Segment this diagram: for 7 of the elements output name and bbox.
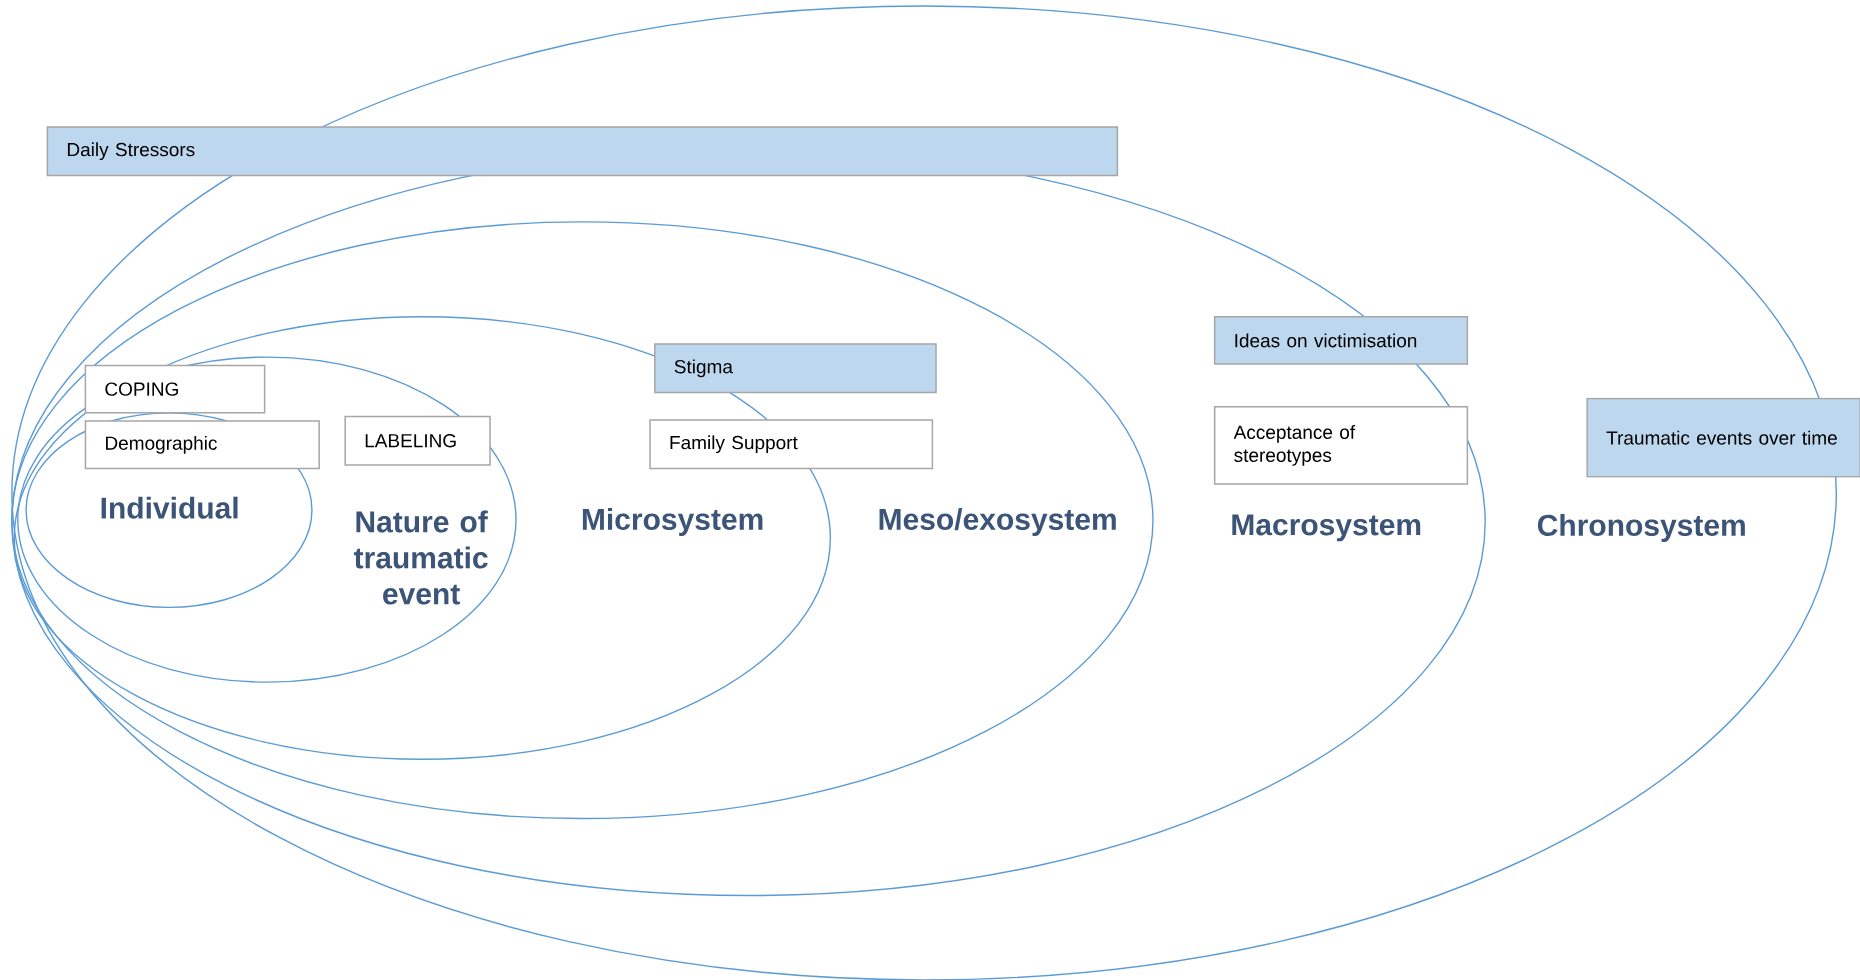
system-label: Microsystem bbox=[582, 507, 763, 536]
system-label: Individual bbox=[101, 496, 238, 519]
system-label: Nature of traumatic event bbox=[353, 510, 488, 605]
system-label: Chronosystem bbox=[1537, 513, 1745, 542]
system-label: Macrosystem bbox=[1232, 514, 1421, 542]
text-box: Traumatic events over time bbox=[1586, 397, 1860, 478]
system-label: Meso/exosystem bbox=[879, 507, 1116, 536]
